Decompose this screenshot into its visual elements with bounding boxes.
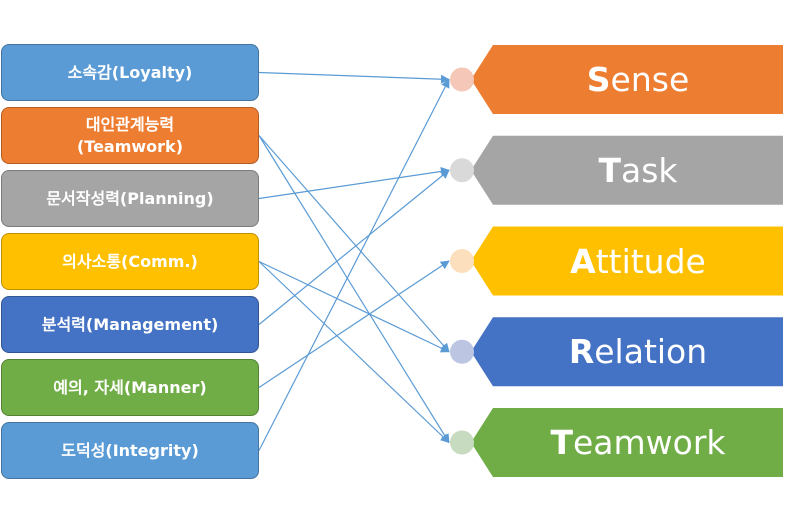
competency-label: 소속감(Loyalty)	[67, 62, 193, 82]
connector-comm-to-teamwork	[258, 261, 450, 444]
competency-box-integrity: 도덕성(Integrity)	[1, 422, 259, 479]
connector-loyalty-to-sense	[258, 71, 450, 84]
connector-teamwork-skill-to-relation	[258, 135, 450, 353]
connector-dot-teamwork	[450, 430, 474, 455]
competency-box-manner: 예의, 자세(Manner)	[1, 359, 259, 416]
competency-label: 분석력(Management)	[41, 314, 219, 334]
connector-integrity-to-sense	[258, 78, 450, 451]
competency-label: 도덕성(Integrity)	[61, 440, 199, 460]
competency-label: 문서작성력(Planning)	[46, 188, 214, 208]
competency-box-management: 분석력(Management)	[1, 296, 259, 353]
category-banner-task	[471, 135, 783, 205]
competency-label: 대인관계능력 (Teamwork)	[76, 114, 184, 156]
connector-dot-task	[450, 158, 474, 183]
category-banner-relation	[471, 317, 783, 387]
connector-management-to-task	[258, 169, 450, 325]
competency-label: 의사소통(Comm.)	[62, 251, 198, 271]
competency-label: 예의, 자세(Manner)	[53, 377, 207, 397]
connector-dot-relation	[450, 339, 474, 364]
connector-comm-to-relation	[258, 260, 450, 353]
connector-planning-to-task	[258, 166, 450, 200]
competency-box-loyalty: 소속감(Loyalty)	[1, 44, 259, 101]
connector-manner-to-attitude	[258, 260, 450, 388]
category-banner-sense	[471, 45, 783, 114]
connector-dot-sense	[450, 67, 474, 92]
competency-box-teamwork-skill: 대인관계능력 (Teamwork)	[1, 107, 259, 164]
connector-teamwork-skill-to-teamwork	[258, 135, 450, 444]
category-banner-teamwork	[471, 408, 783, 477]
category-banner-attitude	[471, 226, 783, 296]
competency-box-planning: 문서작성력(Planning)	[1, 170, 259, 227]
competency-box-comm: 의사소통(Comm.)	[1, 233, 259, 290]
connector-dot-attitude	[450, 249, 474, 273]
